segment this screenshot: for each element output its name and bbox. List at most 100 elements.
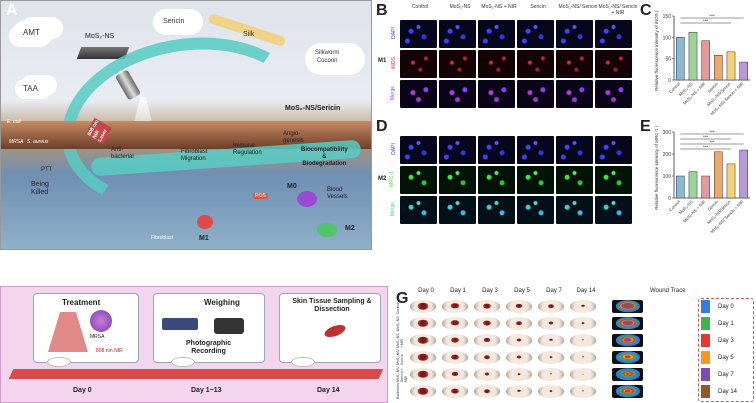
- wound-area: [483, 320, 491, 326]
- micrograph-cell: [517, 136, 554, 164]
- day-header: Day 0: [418, 288, 434, 294]
- y-tick-label: 300: [663, 130, 672, 136]
- y-tick-label: 100: [663, 174, 672, 180]
- mouse-icon: [47, 357, 71, 367]
- fibroblast-line2: Migration: [181, 156, 206, 162]
- micrograph-grid-d: [400, 136, 632, 224]
- panel-letter-e: E: [640, 118, 651, 135]
- legend-swatch: [701, 385, 710, 398]
- laser-cone: [48, 312, 88, 352]
- bar: [676, 175, 685, 199]
- micrograph-cell: [556, 20, 593, 48]
- day-header: Day 5: [514, 288, 530, 294]
- fibroblast-small-label: Fibroblast: [151, 235, 173, 241]
- being-killed-line2: Killed: [31, 189, 49, 196]
- wound-photo: [506, 350, 532, 364]
- wound-photo: [506, 367, 532, 381]
- wound-photo: [570, 316, 596, 330]
- wound-photo: [570, 299, 596, 313]
- wound-row: Bactroban: [396, 383, 643, 399]
- column-header: MoS₂-NS/ Sericin: [558, 4, 598, 10]
- trace-ring: [624, 321, 631, 325]
- wound-area: [451, 388, 459, 394]
- wound-area: [451, 354, 459, 360]
- photographic-line2: Recording: [191, 348, 226, 355]
- wound-area: [417, 302, 429, 310]
- wound-trace-title: Wound Trace: [650, 288, 686, 294]
- micrograph-cell: [595, 50, 632, 78]
- trace-ring: [625, 338, 630, 342]
- panel-letter-g: G: [396, 290, 409, 307]
- ros-label: ROS: [253, 193, 268, 199]
- saureus-label: S. aureus: [27, 139, 49, 145]
- wound-photo: [442, 384, 468, 398]
- wound-row: MoS₂-NS/ Sericin: [396, 349, 643, 365]
- wound-photo: [474, 384, 500, 398]
- sericin-label: Sericin: [163, 18, 185, 25]
- row-label-inos: iNOS: [390, 57, 397, 69]
- being-killed-line1: Being: [31, 181, 49, 188]
- schematic-panel-a: AMT TAA MoS₂-NS Sericin Silk Silkworm Co…: [0, 0, 372, 250]
- wound-area: [582, 390, 584, 392]
- mrsa-label: MRSA: [90, 334, 105, 340]
- m2-label: M2: [345, 225, 355, 232]
- bar: [688, 31, 698, 81]
- legend-label: Day 3: [718, 337, 734, 344]
- wound-area: [417, 370, 429, 378]
- legend-swatch: [701, 317, 710, 330]
- significance-label: ***: [703, 19, 709, 24]
- wound-photo: [506, 384, 532, 398]
- silk-label: Silk: [243, 31, 255, 38]
- legend-label: Day 0: [718, 303, 734, 310]
- wound-photo: [474, 333, 500, 347]
- wound-photo: [570, 367, 596, 381]
- sampling-line1: Skin Tissue Sampling &: [292, 298, 372, 305]
- group-label: MoS₂-NS: [396, 316, 400, 331]
- micrograph-cell: [517, 20, 554, 48]
- row-label-mrc1: MRC-1: [388, 171, 395, 187]
- biocomp-line2: &: [322, 154, 327, 160]
- angiogenesis-label: Angio- genesis: [283, 131, 304, 145]
- wound-area: [417, 319, 429, 327]
- trace-ring: [625, 355, 630, 359]
- wound-photo: [474, 299, 500, 313]
- micrograph-cell: [439, 196, 476, 224]
- column-header: MoS₂-NS + NIR: [481, 4, 517, 10]
- wound-area: [582, 373, 584, 375]
- micrograph-cell: [478, 136, 515, 164]
- y-tick-label: 50: [665, 57, 671, 63]
- micrograph-cell: [517, 196, 554, 224]
- wound-area: [517, 373, 521, 375]
- scale-icon: [162, 318, 198, 330]
- m2-macrophage: [317, 223, 337, 237]
- blood-vessels-label: Blood Vessels: [327, 187, 348, 201]
- bar: [701, 40, 710, 81]
- immune-line2: Regulation: [233, 150, 262, 156]
- micrograph-cell: [517, 80, 554, 108]
- legend-item: Day 5: [701, 351, 753, 364]
- group-label: MoS₂-NS/ Sericin: [396, 349, 404, 365]
- legend-item: Day 3: [701, 334, 753, 347]
- anti-line1: Anti-: [111, 147, 124, 153]
- bar: [714, 151, 723, 199]
- micrograph-cell: [478, 166, 515, 194]
- column-header: MoS₂-NS/ Sericin + NIR: [598, 4, 638, 16]
- bar: [739, 149, 748, 199]
- legend-swatch: [701, 351, 710, 364]
- wound-area: [515, 303, 523, 309]
- row-label-merge-b: Merge: [390, 85, 397, 101]
- amt-label: AMT: [23, 28, 40, 37]
- bar: [688, 171, 698, 199]
- wound-photo: [538, 367, 564, 381]
- y-axis-label: Relative fluorescence intensity of iNOS …: [654, 10, 659, 91]
- micrograph-cell: [556, 166, 593, 194]
- fibroblast-migration-label: Fibroblast Migration: [181, 149, 207, 163]
- wound-photo: [442, 367, 468, 381]
- micrograph-cell: [595, 166, 632, 194]
- column-header: MoS₂-NS: [449, 4, 471, 10]
- wound-row: Control: [396, 298, 643, 314]
- mrsa-label: MRSA: [9, 139, 24, 145]
- wound-trace: [612, 333, 643, 347]
- group-label: Bactroban: [396, 383, 400, 399]
